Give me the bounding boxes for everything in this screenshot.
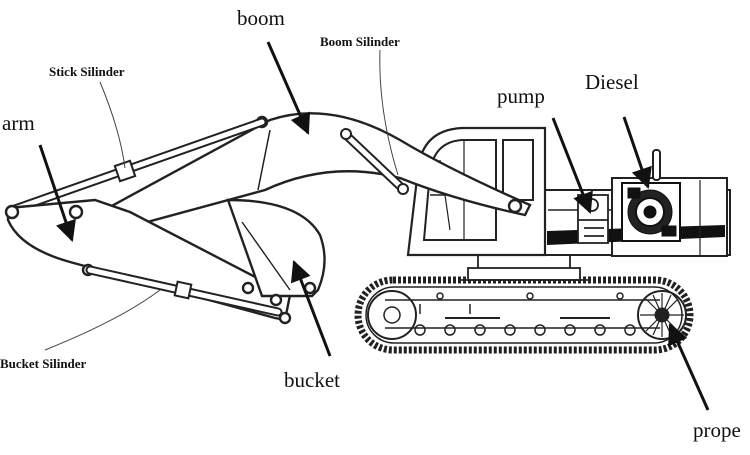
label-diesel: Diesel	[585, 70, 639, 94]
arrow-arm	[38, 144, 76, 242]
label-boom-cylinder: Boom Silinder	[320, 34, 400, 49]
leader-bucket-cylinder	[44, 289, 161, 351]
arrow-propeller	[668, 323, 710, 411]
diesel-engine	[621, 182, 681, 242]
swing-base	[460, 254, 590, 281]
leader-stick-cylinder	[99, 81, 126, 169]
arrow-diesel	[622, 116, 652, 189]
label-bucket: bucket	[284, 368, 340, 392]
idler-wheel	[367, 290, 417, 340]
label-arm: arm	[2, 111, 35, 135]
pointer-arrows	[38, 41, 710, 411]
leader-boom-cylinder	[379, 49, 399, 176]
arrow-pump	[551, 117, 593, 214]
track-rollers	[414, 292, 636, 336]
label-boom: boom	[237, 6, 285, 30]
arrow-boom	[266, 41, 311, 135]
stick-cylinder	[7, 117, 267, 215]
bucket	[226, 198, 326, 325]
leader-lines	[44, 49, 399, 351]
arrow-bucket	[290, 260, 332, 357]
label-bucket-cylinder: Bucket Silinder	[0, 356, 87, 371]
track-assembly	[354, 276, 694, 354]
boom-cylinder	[340, 128, 409, 195]
bucket-cylinder	[85, 265, 283, 317]
label-pump: pump	[497, 84, 545, 108]
label-stick-cylinder: Stick Silinder	[49, 64, 125, 79]
label-propeller: prope	[693, 418, 741, 442]
hydraulic-pump	[577, 194, 609, 244]
sprocket-wheel	[637, 290, 687, 340]
